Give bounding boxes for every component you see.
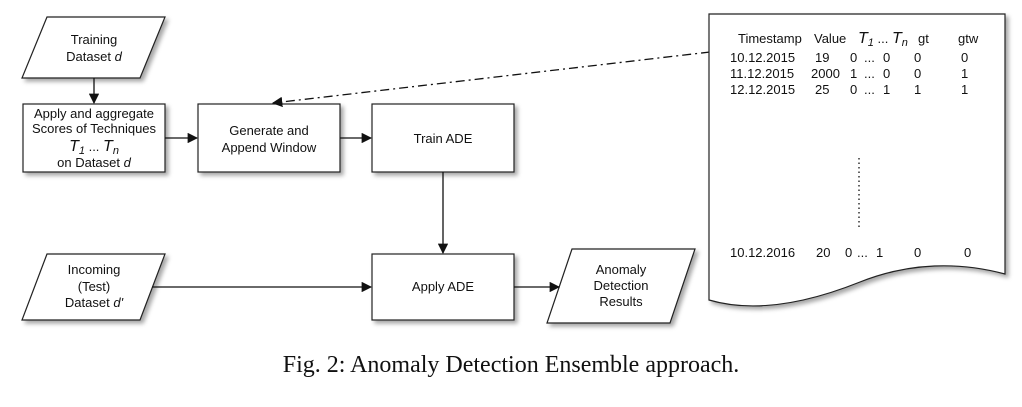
apply-aggregate-node: Apply and aggregate Scores of Techniques… — [22, 103, 166, 173]
svg-text:...: ... — [864, 50, 875, 65]
svg-text:0: 0 — [914, 66, 921, 81]
svg-text:0: 0 — [883, 50, 890, 65]
generate-window-node: Generate and Append Window — [197, 103, 341, 173]
table-header: Timestamp Value T1 ... Tn gt gtw — [738, 30, 979, 49]
window-table-document: Timestamp Value T1 ... Tn gt gtw 10.12.2… — [708, 13, 1006, 307]
svg-text:0: 0 — [961, 50, 968, 65]
svg-text:11.12.2015: 11.12.2015 — [730, 66, 794, 81]
ade-flow-diagram: Training Dataset d Apply and aggregate S… — [21, 13, 1006, 324]
svg-text:10.12.2016: 10.12.2016 — [730, 245, 795, 260]
svg-text:1: 1 — [961, 66, 968, 81]
apply-aggregate-line4: on Dataset d — [57, 155, 132, 170]
header-timestamp: Timestamp — [738, 31, 802, 46]
svg-text:...: ... — [857, 245, 868, 260]
header-techniques: T1 ... Tn — [858, 30, 908, 49]
arrow-document-to-generate — [271, 51, 711, 108]
svg-text:0: 0 — [845, 245, 852, 260]
svg-text:1: 1 — [914, 82, 921, 97]
svg-text:0: 0 — [914, 50, 921, 65]
table-row: 10.12.2015 19 0 ... 0 0 0 — [730, 50, 968, 65]
incoming-dataset-line3: Dataset d' — [65, 295, 124, 310]
apply-ade-node: Apply ADE — [371, 253, 515, 321]
incoming-dataset-line2: (Test) — [78, 279, 111, 294]
svg-text:10.12.2015: 10.12.2015 — [730, 50, 795, 65]
apply-aggregate-techniques: T1 ... Tn — [69, 138, 119, 157]
results-line1: Anomaly — [596, 262, 647, 277]
svg-text:...: ... — [864, 66, 875, 81]
incoming-dataset-line1: Incoming — [68, 262, 121, 277]
train-ade-label: Train ADE — [414, 131, 473, 146]
svg-text:19: 19 — [815, 50, 829, 65]
svg-text:0: 0 — [964, 245, 971, 260]
header-gtw: gtw — [958, 31, 979, 46]
generate-window-line2: Append Window — [222, 140, 317, 155]
table-row: 12.12.2015 25 0 ... 1 1 1 — [730, 82, 968, 97]
svg-text:2000: 2000 — [811, 66, 840, 81]
svg-text:1: 1 — [883, 82, 890, 97]
training-dataset-line1: Training — [71, 32, 117, 47]
table-row: 11.12.2015 2000 1 ... 0 0 1 — [730, 66, 968, 81]
svg-text:1: 1 — [876, 245, 883, 260]
results-node: Anomaly Detection Results — [546, 248, 696, 324]
svg-text:1: 1 — [961, 82, 968, 97]
incoming-dataset-node: Incoming (Test) Dataset d' — [21, 253, 166, 321]
header-value: Value — [814, 31, 846, 46]
table-row-last: 10.12.2016 20 0 ... 1 0 0 — [730, 245, 971, 260]
results-line2: Detection — [594, 278, 649, 293]
apply-ade-label: Apply ADE — [412, 279, 474, 294]
svg-text:0: 0 — [850, 50, 857, 65]
figure-caption: Fig. 2: Anomaly Detection Ensemble appro… — [282, 352, 740, 378]
svg-text:...: ... — [864, 82, 875, 97]
apply-aggregate-line1: Apply and aggregate — [34, 106, 154, 121]
svg-text:1: 1 — [850, 66, 857, 81]
training-dataset-line2: Dataset d — [66, 49, 122, 64]
svg-text:25: 25 — [815, 82, 829, 97]
apply-aggregate-line2: Scores of Techniques — [32, 121, 157, 136]
results-line3: Results — [599, 294, 643, 309]
svg-text:0: 0 — [883, 66, 890, 81]
training-dataset-node: Training Dataset d — [21, 16, 166, 79]
svg-text:0: 0 — [914, 245, 921, 260]
svg-text:0: 0 — [850, 82, 857, 97]
header-gt: gt — [918, 31, 929, 46]
train-ade-node: Train ADE — [371, 103, 515, 173]
svg-text:12.12.2015: 12.12.2015 — [730, 82, 795, 97]
generate-window-line1: Generate and — [229, 123, 309, 138]
svg-text:20: 20 — [816, 245, 830, 260]
